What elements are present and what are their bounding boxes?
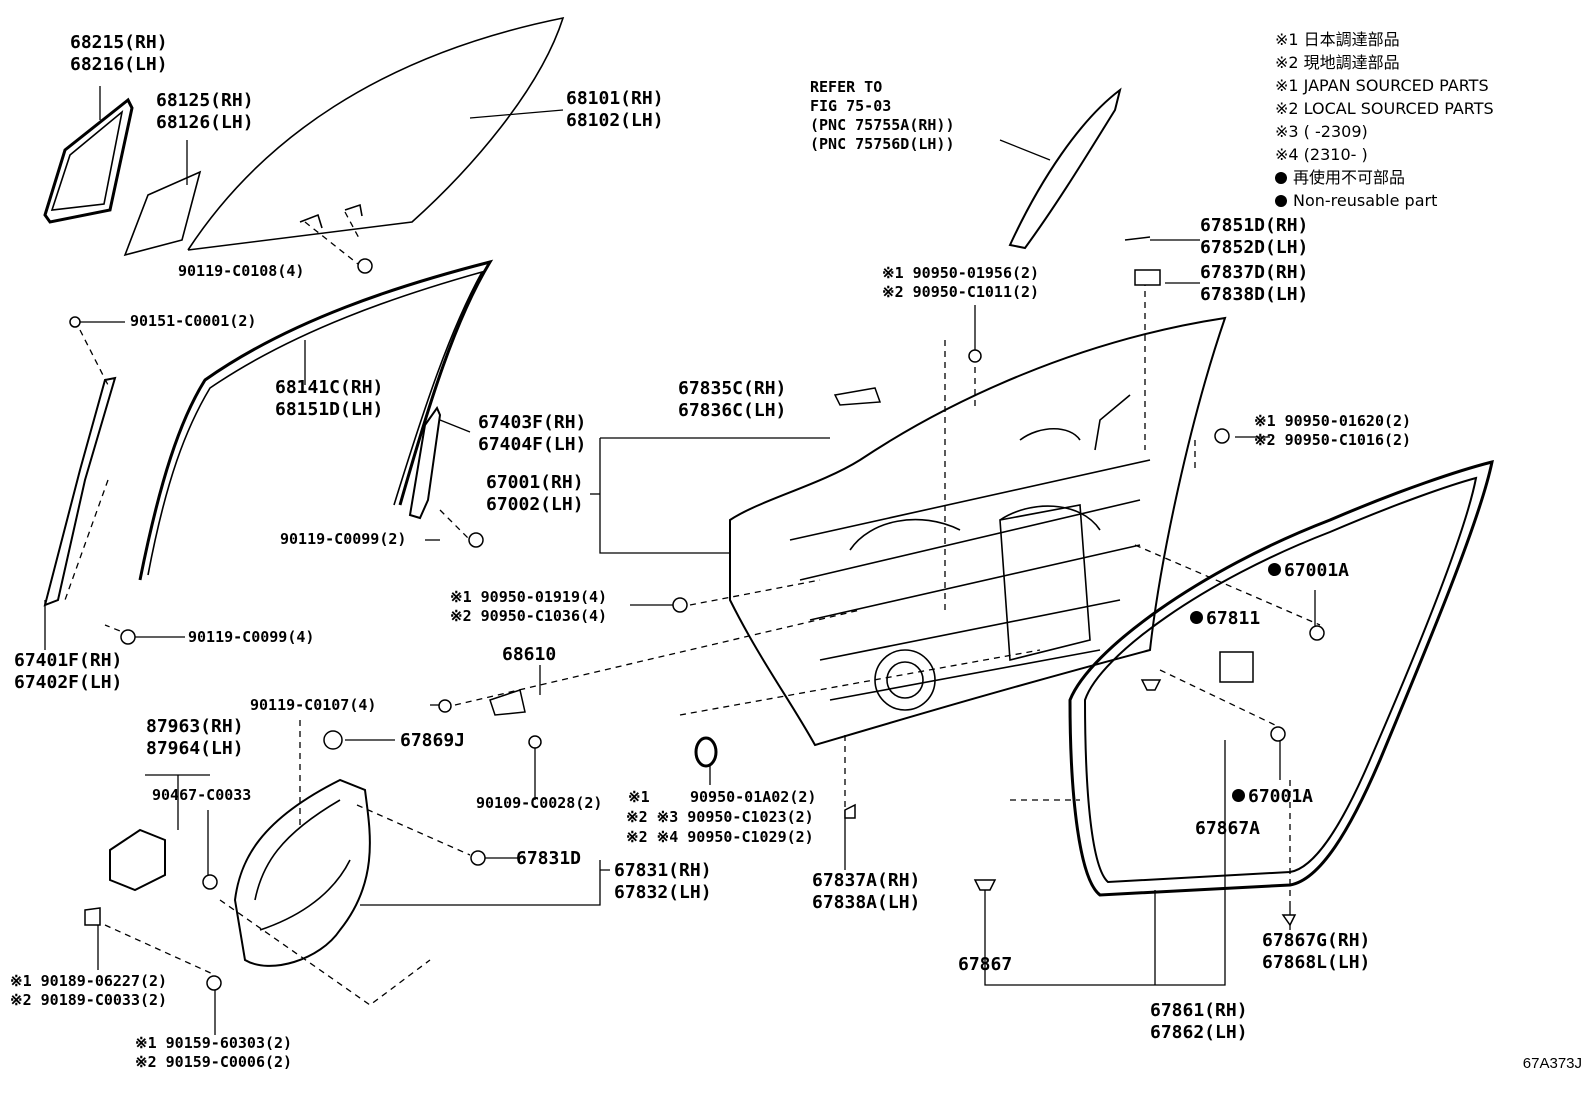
part-label[interactable]: 67831D: [516, 848, 582, 869]
part-label[interactable]: ※1 90950-01620(2)※2 90950-C1016(2): [1254, 412, 1412, 449]
part-label[interactable]: 68610: [502, 644, 557, 665]
part-label[interactable]: ※2 ※4 90950-C1029(2): [626, 828, 814, 846]
refer-note: REFER TO FIG 75-03 (PNC 75755A(RH)) (PNC…: [810, 78, 955, 154]
quarter-window-frame: [43, 97, 134, 224]
part-label[interactable]: 67837A(RH)67838A(LH): [812, 870, 921, 913]
part-label[interactable]: ※1 90950-01919(4)※2 90950-C1036(4): [450, 588, 608, 625]
service-hole-cover: [233, 778, 371, 967]
part-label[interactable]: 67403F(RH)67404F(LH): [478, 412, 587, 455]
part-label[interactable]: 90950-01A02(2): [690, 788, 817, 806]
part-label[interactable]: 87963(RH)87964(LH): [146, 716, 244, 759]
legend-japan-sourced: ※1 JAPAN SOURCED PARTS: [1275, 76, 1489, 95]
figure-code: 67A373J: [1522, 1055, 1582, 1072]
part-label[interactable]: 67811: [1190, 608, 1260, 630]
door-speaker-bracket: [109, 828, 166, 892]
refer-line: (PNC 75756D(LH)): [810, 135, 955, 153]
part-label[interactable]: ※1 90159-60303(2)※2 90159-C0006(2): [135, 1034, 293, 1071]
part-label[interactable]: 90119-C0099(4): [188, 628, 315, 646]
part-label[interactable]: 67867: [958, 954, 1013, 975]
rear-lower-frame: [43, 376, 117, 607]
part-label[interactable]: ※1 90189-06227(2)※2 90189-C0033(2): [10, 972, 168, 1009]
part-label[interactable]: 67001(RH)67002(LH): [486, 472, 584, 515]
legend: ※1 日本調達部品 ※2 現地調達部品 ※1 JAPAN SOURCED PAR…: [1275, 28, 1494, 212]
bullet-icon: [1275, 172, 1287, 184]
refer-line: FIG 75-03: [810, 97, 892, 115]
legend-local-sourced: ※2 LOCAL SOURCED PARTS: [1275, 99, 1494, 118]
bullet-icon: [1275, 195, 1287, 207]
legend-date-range-4: ※4 (2310- ): [1275, 145, 1368, 164]
legend-local-sourced-jp: ※2 現地調達部品: [1275, 53, 1400, 72]
legend-japan-sourced-jp: ※1 日本調達部品: [1275, 30, 1400, 49]
quarter-glass: [123, 170, 202, 257]
refer-line: REFER TO: [810, 78, 883, 96]
pillar-garnish: [1008, 87, 1122, 250]
part-label[interactable]: ※1 90950-01956(2)※2 90950-C1011(2): [882, 264, 1040, 301]
door-glass: [187, 16, 565, 251]
legend-non-reusable: Non-reusable part: [1293, 191, 1438, 210]
part-label[interactable]: 67001A: [1268, 560, 1349, 582]
door-panel: [729, 316, 1227, 747]
part-label[interactable]: 90119-C0107(4): [250, 696, 377, 714]
part-label[interactable]: 90119-C0108(4): [178, 262, 305, 280]
part-label[interactable]: 67401F(RH)67402F(LH): [14, 650, 123, 693]
part-label[interactable]: 68101(RH)68102(LH): [566, 88, 664, 131]
part-label[interactable]: 67837D(RH)67838D(LH): [1200, 262, 1309, 305]
part-label[interactable]: 90109-C0028(2): [476, 794, 603, 812]
part-label[interactable]: 67851D(RH)67852D(LH): [1200, 215, 1309, 258]
front-lower-frame: [408, 405, 442, 520]
part-label[interactable]: 68125(RH)68126(LH): [156, 90, 254, 133]
part-label[interactable]: 90151-C0001(2): [130, 312, 257, 330]
refer-line: (PNC 75755A(RH)): [810, 116, 955, 134]
legend-non-reusable-jp: 再使用不可部品: [1293, 168, 1406, 187]
part-label[interactable]: 67867A: [1195, 818, 1261, 839]
part-label[interactable]: 67867G(RH)67868L(LH): [1262, 930, 1371, 973]
part-label[interactable]: 67001A: [1232, 786, 1313, 808]
part-label[interactable]: 67835C(RH)67836C(LH): [678, 378, 787, 421]
door-weatherstrip: [1068, 459, 1494, 897]
legend-date-range-3: ※3 ( -2309): [1275, 122, 1368, 141]
part-label[interactable]: 90119-C0099(2): [280, 530, 407, 548]
part-label[interactable]: 67831(RH)67832(LH): [614, 860, 712, 903]
part-label[interactable]: 90467-C0033: [152, 786, 252, 804]
part-label[interactable]: ※1: [628, 788, 650, 806]
part-label[interactable]: 67869J: [400, 730, 466, 751]
part-label[interactable]: 67861(RH)67862(LH): [1150, 1000, 1248, 1043]
part-label[interactable]: ※2 ※3 90950-C1023(2): [626, 808, 814, 826]
door-glass-run: [138, 259, 494, 581]
part-label[interactable]: 68141C(RH)68151D(LH): [275, 377, 384, 420]
part-label[interactable]: 68215(RH)68216(LH): [70, 32, 168, 75]
